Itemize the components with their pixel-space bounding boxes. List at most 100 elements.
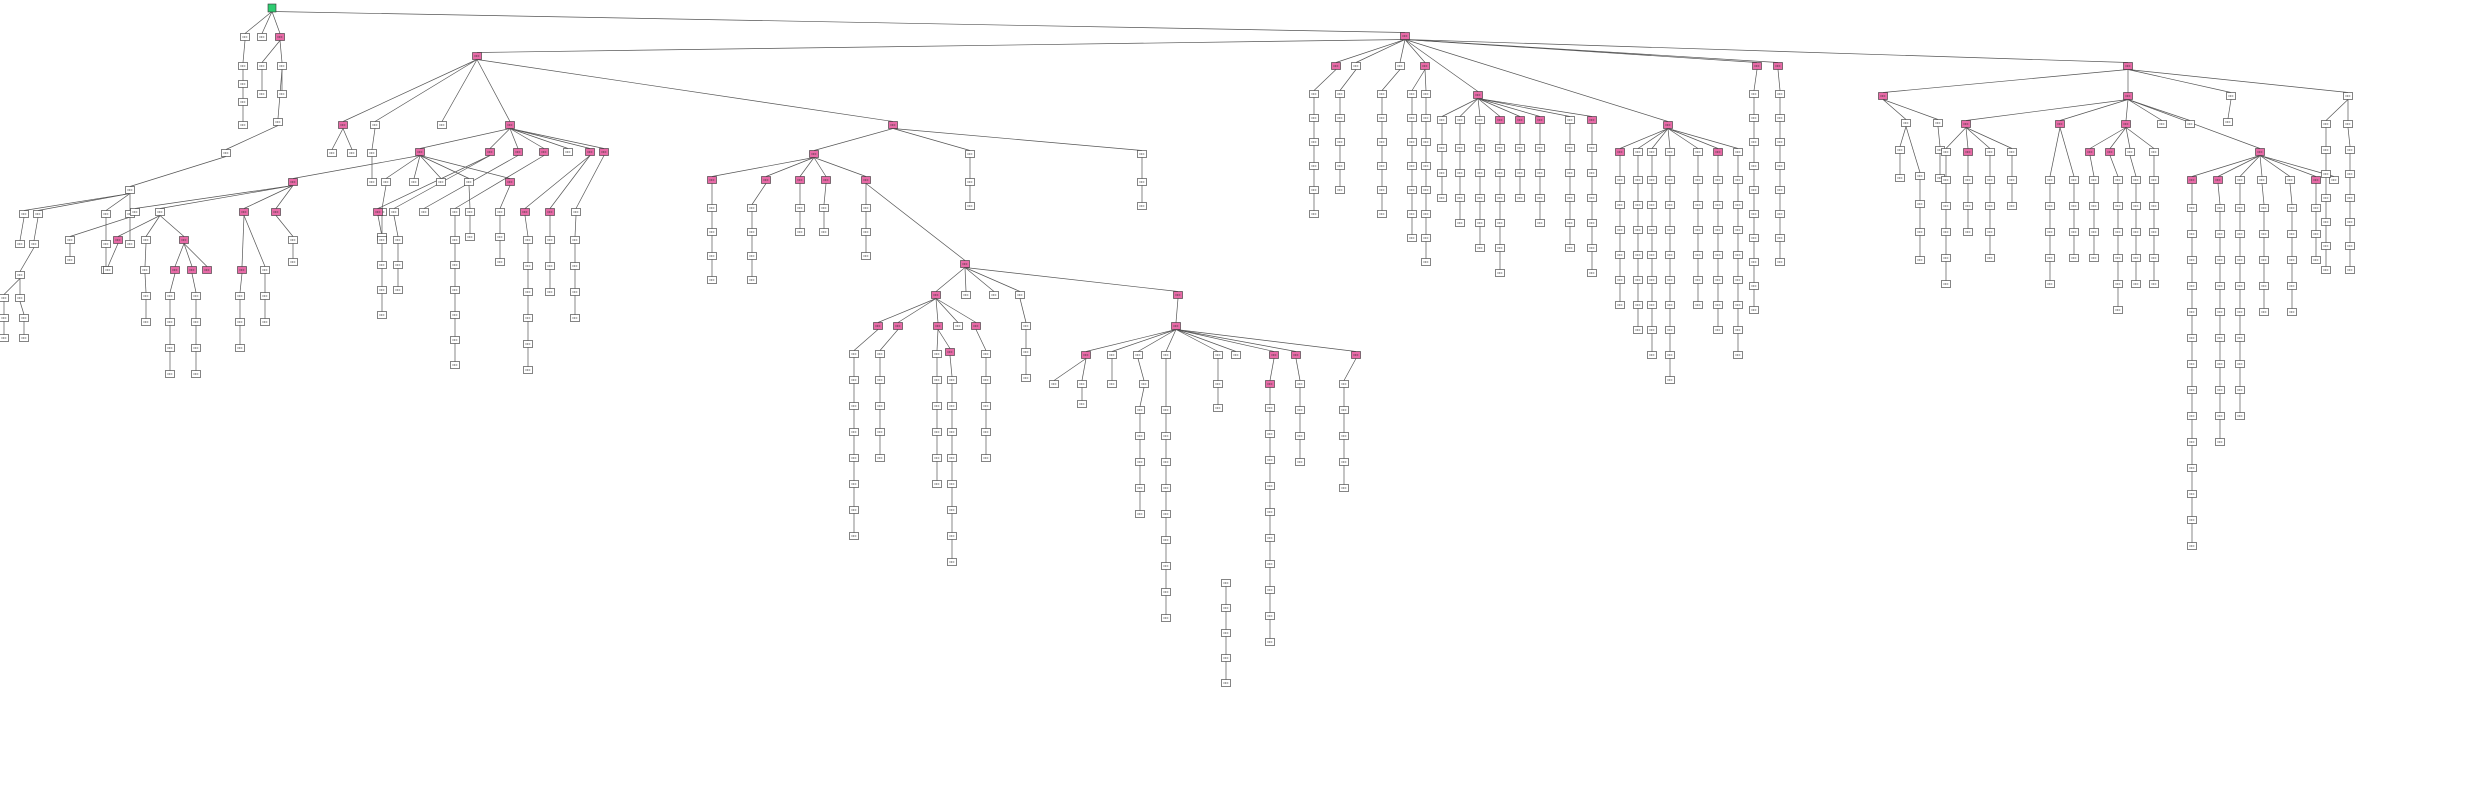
- tree-edge: [489, 128, 511, 149]
- tree-edge: [2109, 127, 2127, 149]
- tree-edge: [1667, 128, 1719, 149]
- tree-edge: [1404, 39, 1479, 92]
- tree-edge: [1965, 127, 1991, 149]
- tree-edge: [1882, 99, 1907, 120]
- tree-edge: [275, 215, 294, 237]
- tree-edge: [2259, 155, 2291, 177]
- tree-edge: [393, 215, 399, 237]
- tree-edge: [499, 185, 511, 209]
- tree-edge: [2127, 99, 2163, 121]
- tree-edge: [261, 40, 281, 63]
- tree-edge: [144, 273, 147, 293]
- tree-edge: [241, 215, 245, 267]
- tree-edge: [374, 59, 478, 122]
- tree-edge: [1081, 358, 1087, 381]
- tree-edge: [897, 298, 937, 323]
- tree-edge: [183, 243, 193, 267]
- node-layer: [0, 3, 2355, 687]
- tree-edge: [964, 267, 1021, 292]
- tree-edge: [1619, 128, 1669, 149]
- tree-edge: [509, 128, 605, 149]
- tree-node: [0, 294, 9, 302]
- tree-edge: [129, 156, 227, 187]
- tree-edge: [381, 185, 387, 209]
- tree-edge: [331, 128, 344, 150]
- tree-edge: [385, 155, 421, 179]
- tree-edge: [2261, 183, 2265, 205]
- tree-edge: [159, 215, 185, 237]
- tree-edge: [2217, 183, 2221, 205]
- tree-edge: [279, 40, 283, 63]
- tree-edge: [823, 183, 827, 205]
- tree-edge: [1019, 298, 1027, 323]
- tree-edge: [1424, 69, 1427, 91]
- tree-edge: [1381, 69, 1401, 91]
- tree-edge: [441, 59, 478, 122]
- tree-edge: [1137, 329, 1177, 352]
- tree-edge: [476, 59, 894, 122]
- tree-edge: [23, 193, 131, 211]
- tree-edge: [476, 59, 511, 122]
- tree-edge: [1777, 69, 1781, 91]
- tree-edge: [419, 155, 442, 179]
- tree-edge: [239, 273, 243, 293]
- tree-edge: [342, 128, 353, 150]
- tree-edge: [117, 215, 161, 237]
- tree-edge: [1175, 298, 1179, 323]
- tree-edge: [1269, 358, 1275, 381]
- tree-edge: [1937, 126, 1941, 147]
- tree-edge: [1053, 358, 1087, 381]
- tree-edge: [1477, 98, 1593, 117]
- tree-edge: [2125, 127, 2155, 149]
- tree-edge: [1404, 39, 1779, 63]
- tree-edge: [1905, 126, 1921, 173]
- tree-edge: [1753, 69, 1758, 91]
- tree-edge: [2059, 127, 2075, 177]
- tree-edge: [1137, 358, 1145, 381]
- tree-edge: [275, 185, 294, 209]
- tree-edge: [2125, 99, 2129, 121]
- tree-edge: [865, 183, 966, 261]
- tree-edge: [191, 273, 197, 293]
- tree-edge: [1899, 126, 1907, 147]
- tree-edge: [813, 157, 867, 177]
- tree-edge: [107, 243, 119, 267]
- tree-edge: [509, 128, 519, 149]
- tree-edge: [105, 193, 131, 211]
- tree-edge: [1295, 358, 1301, 381]
- tree-edge: [19, 217, 25, 241]
- tree-edge: [1637, 128, 1669, 149]
- tree-edge: [2125, 127, 2131, 149]
- tree-edge: [292, 155, 421, 179]
- tree-edge: [1441, 98, 1479, 117]
- tree-edge: [377, 215, 383, 237]
- tree-edge: [1111, 329, 1177, 352]
- tree-edge: [877, 298, 937, 323]
- tree-edge: [936, 329, 939, 351]
- tree-edge: [1965, 127, 1969, 149]
- tree-edge: [2109, 155, 2119, 177]
- tree-edge: [33, 217, 39, 241]
- tree-edge: [174, 243, 185, 267]
- tree-edge: [468, 185, 471, 209]
- tree-edge: [1477, 98, 1481, 117]
- tree-edge: [2259, 155, 2263, 177]
- tree-edge: [549, 155, 591, 209]
- tree-edge: [419, 128, 511, 149]
- tree-edge: [2127, 69, 2232, 93]
- tree-edge: [509, 128, 591, 149]
- tree-edge: [1882, 69, 2129, 93]
- tree-edge: [242, 40, 246, 63]
- tree-edge: [937, 329, 951, 349]
- tree-edge: [879, 329, 899, 351]
- tree-edge: [2227, 99, 2232, 119]
- tree-edge: [2325, 99, 2349, 121]
- tree-edge: [377, 155, 491, 209]
- tree-edge: [1139, 387, 1145, 407]
- tree-edge: [159, 185, 294, 209]
- tree-edge: [342, 59, 478, 122]
- tree-edge: [144, 243, 147, 267]
- tree-edge: [2289, 183, 2293, 205]
- tree-edge: [1175, 329, 1219, 352]
